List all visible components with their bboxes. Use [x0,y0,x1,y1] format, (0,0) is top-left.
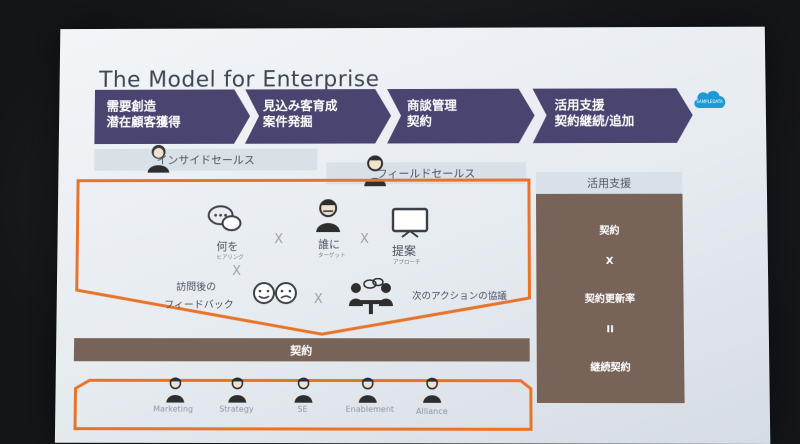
activity-proposal-sub: アプローチ [393,258,421,266]
enablement-person-icon [358,377,378,407]
success-item-times: X [536,256,683,267]
times-symbol: X [314,292,323,307]
role-label: 活用支援 [587,175,631,191]
activity-who-label: 誰に [318,236,340,252]
cloud-logo-icon: SAMPLEDATA [691,88,727,110]
slide: The Model for Enterprise SAMPLEDATA 需要創造… [55,27,770,444]
team-label-alliance: Alliance [416,407,448,416]
team-label-se: SE [297,405,307,414]
marketing-person-icon [165,376,185,406]
strategy-person-icon [227,376,247,406]
role-bar-success: 活用支援 [536,172,683,194]
activity-proposal-label: 提案 [392,242,416,259]
woman-person-icon [145,143,171,177]
funnel-outline [74,174,535,340]
times-symbol: X [274,232,283,247]
success-column: 契約 X 契約更新率 II 継続契約 [536,194,685,403]
success-item-continued: 継続契約 [537,358,685,373]
feedback-label-line1: 訪問後の [176,278,216,293]
success-item-equals: II [537,324,684,335]
times-symbol: X [232,264,241,279]
stage-label-line1: 需要創造 [107,98,181,114]
activity-who-sub: ターゲット [318,251,346,259]
stage-arrow-success: 活用支援契約継続/追加 [533,88,693,143]
stage-label-line1: 見込み客育成 [263,98,338,114]
stage-label-line1: 活用支援 [555,97,635,113]
chat-bubble-icon [207,204,243,238]
stage-arrow-deal: 商談管理契約 [387,89,535,144]
alliance-person-icon [422,377,442,407]
next-action-label: 次のアクションの協議 [412,288,507,302]
meeting-icon [346,278,396,318]
stage-label-line1: 商談管理 [407,98,457,114]
presentation-board-icon [390,206,430,242]
stage-label-line2: 契約継続/追加 [555,113,635,129]
stage-arrow-demand: 需要創造潜在顧客獲得 [94,89,250,144]
role-bar-inside-sales: インサイドセールス [94,149,317,171]
team-label-marketing: Marketing [153,405,193,414]
activity-what-label: 何を [216,238,238,254]
feedback-faces-icon [252,280,298,310]
activity-what-sub: ヒアリング [216,253,243,261]
success-item-contract: 契約 [536,222,683,237]
team-label-enablement: Enablement [346,405,394,414]
stage-arrow-nurture: 見込み客育成案件発掘 [245,89,391,144]
team-label-strategy: Strategy [219,405,253,414]
success-item-renewal-rate: 契約更新率 [536,290,683,305]
se-person-icon [293,376,313,406]
feedback-label-line2: フィードバック [164,296,234,311]
stage-label-line2: 案件発掘 [263,114,338,130]
target-person-icon [314,198,342,236]
stage-label-line2: 潜在顧客獲得 [106,114,180,130]
times-symbol: X [360,232,369,247]
stage-label-line2: 契約 [407,114,457,130]
contract-bar: 契約 [74,338,530,361]
logo-text: SAMPLEDATA [696,99,723,104]
contract-label: 契約 [290,342,312,358]
